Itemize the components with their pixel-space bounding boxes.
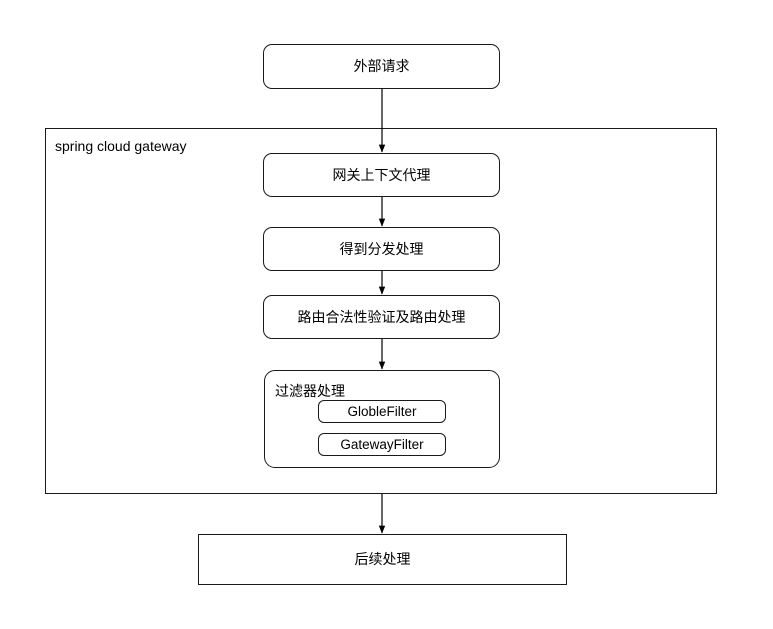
node-gateway-filter[interactable]: GatewayFilter	[318, 433, 446, 456]
node-gateway-context-proxy-label: 网关上下文代理	[332, 166, 431, 183]
node-globle-filter[interactable]: GlobleFilter	[318, 400, 446, 423]
node-gateway-filter-label: GatewayFilter	[340, 437, 424, 452]
node-globle-filter-label: GlobleFilter	[347, 404, 417, 419]
node-dispatch-handling[interactable]: 得到分发处理	[263, 227, 500, 271]
spring-cloud-gateway-label: spring cloud gateway	[55, 138, 187, 154]
node-route-validation-label: 路由合法性验证及路由处理	[297, 308, 466, 325]
node-subsequent-processing[interactable]: 后续处理	[198, 534, 567, 585]
node-route-validation[interactable]: 路由合法性验证及路由处理	[263, 295, 500, 339]
filter-processing-label: 过滤器处理	[275, 383, 345, 399]
node-subsequent-processing-label: 后续处理	[354, 551, 411, 568]
node-external-request-label: 外部请求	[353, 58, 410, 75]
node-gateway-context-proxy[interactable]: 网关上下文代理	[263, 153, 500, 197]
node-external-request[interactable]: 外部请求	[263, 44, 500, 89]
node-dispatch-handling-label: 得到分发处理	[339, 240, 424, 257]
